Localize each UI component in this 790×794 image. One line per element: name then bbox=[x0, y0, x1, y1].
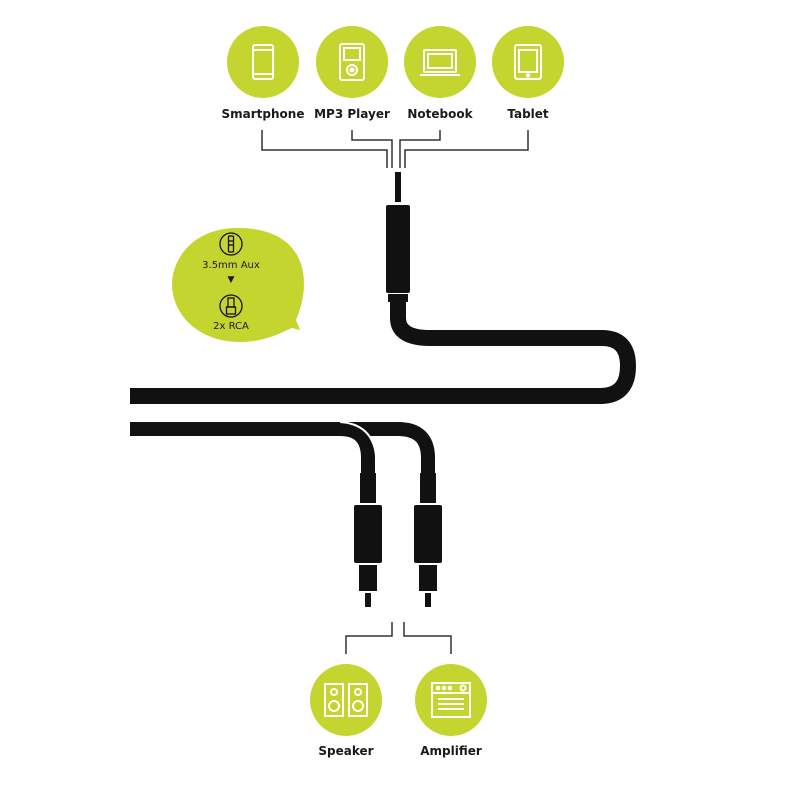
amplifier-icon bbox=[431, 682, 471, 718]
adapter-bubble-shape bbox=[172, 228, 304, 342]
source-mp3-player bbox=[316, 26, 388, 98]
source-connector-lines bbox=[261, 130, 529, 168]
source-notebook bbox=[404, 26, 476, 98]
rca-plug-left bbox=[354, 473, 382, 607]
adapter-from-label: 3.5mm Aux bbox=[202, 260, 260, 271]
output-label-speaker: Speaker bbox=[318, 744, 374, 758]
source-label-smartphone: Smartphone bbox=[221, 107, 305, 121]
smartphone-circle bbox=[227, 26, 299, 98]
adapter-to-label: 2x RCA bbox=[213, 321, 249, 332]
rca-cables bbox=[130, 422, 435, 480]
aux-plug-neck bbox=[388, 294, 408, 302]
tablet-icon bbox=[514, 44, 542, 80]
notebook-circle bbox=[404, 26, 476, 98]
rca-cable-gaps bbox=[339, 421, 377, 456]
source-label-mp3-player: MP3 Player bbox=[314, 107, 390, 121]
speaker-icon bbox=[324, 683, 368, 717]
main-cable bbox=[130, 302, 636, 404]
output-speaker bbox=[310, 664, 382, 736]
source-tablet bbox=[492, 26, 564, 98]
output-connector-lines bbox=[345, 622, 452, 654]
adapter-arrow: ▼ bbox=[227, 275, 235, 285]
aux-plug bbox=[386, 172, 410, 302]
output-amplifier bbox=[415, 664, 487, 736]
aux-plug-body bbox=[386, 205, 410, 293]
rca-plug-icon bbox=[219, 294, 243, 318]
aux-jack-icon bbox=[219, 232, 243, 256]
source-label-tablet: Tablet bbox=[507, 107, 549, 121]
smartphone-icon bbox=[252, 44, 274, 80]
notebook-icon bbox=[420, 49, 460, 76]
source-smartphone bbox=[227, 26, 299, 98]
mp3-player-circle bbox=[316, 26, 388, 98]
adapter-bubble bbox=[172, 228, 304, 342]
aux-plug-tip bbox=[395, 172, 401, 202]
mp3-player-icon bbox=[339, 43, 365, 81]
tablet-circle bbox=[492, 26, 564, 98]
output-label-amplifier: Amplifier bbox=[420, 744, 482, 758]
rca-plug-right bbox=[414, 473, 442, 607]
speaker-circle bbox=[310, 664, 382, 736]
source-label-notebook: Notebook bbox=[407, 107, 473, 121]
